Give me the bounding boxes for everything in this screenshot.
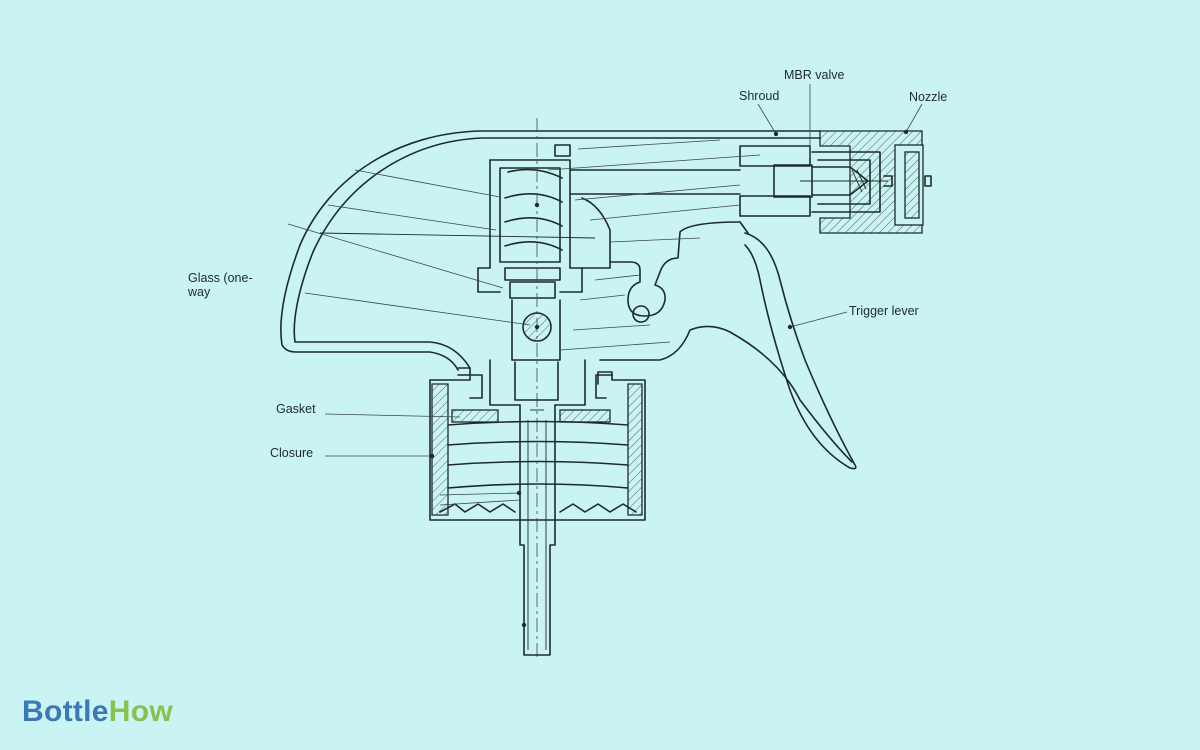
- bottlehow-logo: BottleHow: [22, 694, 173, 730]
- label-trigger-lever: Trigger lever: [849, 304, 919, 318]
- label-nozzle: Nozzle: [909, 90, 948, 104]
- closure-cap: [429, 359, 646, 521]
- trigger-lever: [739, 221, 857, 470]
- label-mbr-valve: MBR valve: [784, 68, 845, 82]
- label-closure: Closure: [270, 446, 314, 460]
- label-shroud: Shroud: [739, 89, 780, 103]
- mbr-valve: [739, 145, 893, 217]
- leader-dots: [429, 129, 909, 628]
- piston-linkage: [554, 144, 853, 463]
- logo-text-how: How: [108, 695, 174, 728]
- gasket: [451, 409, 611, 423]
- pump-chamber: [477, 118, 583, 658]
- label-glass: Glass (one-way: [188, 271, 253, 299]
- label-gasket: Gasket: [276, 402, 316, 416]
- logo-text-bottle: Bottle: [22, 695, 109, 728]
- dip-tube: [519, 404, 556, 656]
- leader-lines: [287, 84, 923, 506]
- shroud-shell: [280, 130, 821, 371]
- glass-ball-valve: [511, 299, 561, 401]
- nozzle-head: [811, 130, 932, 234]
